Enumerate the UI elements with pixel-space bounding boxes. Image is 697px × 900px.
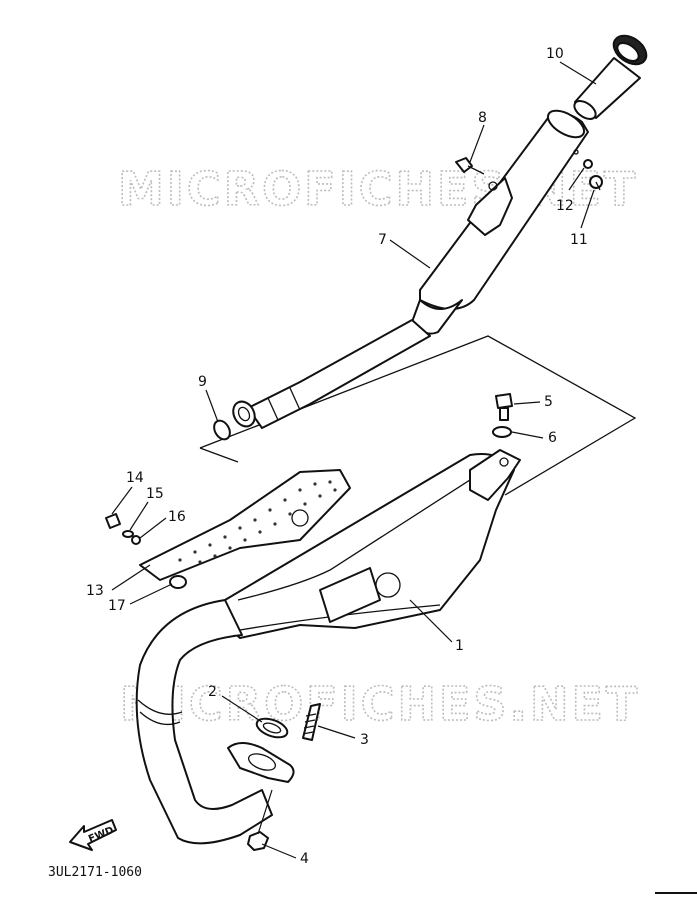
exhaust-pipe-expansion-chamber	[135, 449, 521, 845]
callout-15: 15	[146, 486, 164, 502]
callout-14: 14	[126, 470, 144, 486]
heat-protector	[139, 469, 351, 581]
callout-16: 16	[168, 509, 186, 525]
screw-11	[589, 175, 603, 191]
callout-13: 13	[86, 583, 104, 599]
watermark-bottom: MICROFICHES.NET	[120, 677, 640, 731]
washer-12	[583, 159, 593, 169]
callout-8: 8	[478, 110, 487, 126]
callout-1: 1	[455, 638, 464, 654]
bolt-8	[455, 157, 485, 175]
callout-3: 3	[360, 732, 369, 748]
leader-lines	[111, 61, 597, 859]
fwd-arrow-icon: FWD	[69, 819, 117, 851]
muffler-group-frame	[199, 335, 637, 496]
drawing-code: 3UL2171-1060	[48, 865, 142, 880]
collar-16	[131, 535, 141, 545]
washer-6	[492, 426, 512, 438]
callout-11: 11	[570, 232, 588, 248]
gasket-9	[213, 419, 231, 441]
damper-17	[169, 575, 187, 589]
stud-bolt-3	[302, 703, 321, 741]
tail-pipe-cap	[573, 34, 648, 120]
spring-washer-15	[122, 530, 134, 538]
callout-17: 17	[108, 598, 126, 614]
screw-14	[105, 513, 121, 529]
callout-10: 10	[546, 46, 564, 62]
callout-6: 6	[548, 430, 557, 446]
callout-12: 12	[556, 198, 574, 214]
silencer-muffler	[232, 109, 589, 429]
callout-2: 2	[208, 684, 217, 700]
bolt-5	[495, 393, 513, 421]
callout-5: 5	[544, 394, 553, 410]
callout-9: 9	[198, 374, 207, 390]
callout-4: 4	[300, 851, 309, 867]
nut-4	[247, 831, 269, 851]
callout-7: 7	[378, 232, 387, 248]
